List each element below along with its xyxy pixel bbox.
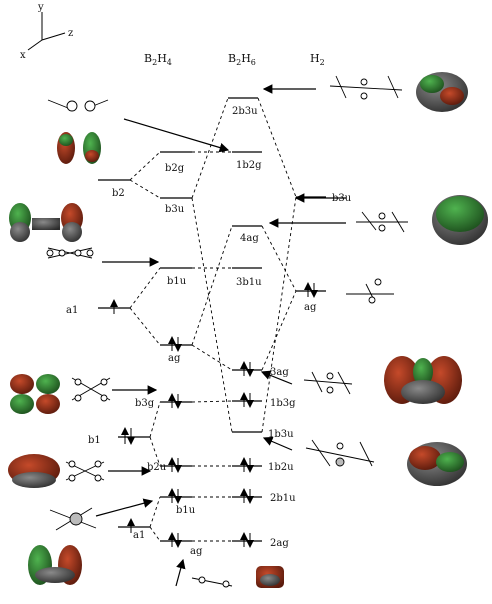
label-3ag: 3ag [270, 367, 289, 378]
header-b2h4: B2H4 [144, 52, 172, 67]
fragment-sketches [46, 75, 408, 588]
label-2ag: 2ag [270, 538, 289, 549]
header-h2: H2 [310, 52, 325, 67]
orbital-left-ag [28, 545, 82, 585]
orbital-left-a1 [9, 203, 83, 242]
orbital-h2-4ag [432, 195, 488, 245]
label-1b2u: 1b2u [268, 462, 294, 473]
label-1b3u: 1b3u [268, 429, 294, 440]
label-a1: a1 [66, 305, 78, 316]
label-ag-low: ag [190, 546, 203, 557]
label-b1u: b1u [167, 276, 187, 287]
axis-z-label: z [68, 28, 73, 39]
orbital-right-1b3u [407, 442, 467, 486]
header-b2h6: B2H6 [228, 52, 256, 67]
energy-levels [98, 97, 326, 542]
electron-pairs [110, 282, 318, 548]
label-b2g: b2g [165, 163, 185, 174]
label-a1-low: a1 [133, 530, 145, 541]
label-b1: b1 [88, 435, 101, 446]
label-ag: ag [168, 353, 181, 364]
label-2b3u: 2b3u [232, 106, 258, 117]
pointer-arrows [95, 84, 346, 587]
orbital-h2-small [256, 566, 284, 588]
orbital-left-b3g [10, 374, 60, 414]
label-4ag: 4ag [240, 233, 259, 244]
orbital-left-b2u [8, 454, 60, 488]
label-2b1u: 2b1u [270, 493, 296, 504]
label-b2: b2 [112, 188, 125, 199]
label-h2-ag: ag [304, 302, 317, 313]
axis-x-label: x [20, 50, 26, 61]
orbital-left-b2 [57, 132, 101, 164]
label-b3g: b3g [135, 398, 155, 409]
axis-y-label: y [37, 2, 44, 13]
label-b1u-low: b1u [176, 505, 196, 516]
orbital-right-3ag [384, 356, 462, 404]
orbital-h2-2b3u [416, 72, 468, 112]
axis-triad [27, 12, 66, 51]
label-1b3g: 1b3g [270, 398, 296, 409]
label-1b2g: 1b2g [236, 160, 262, 171]
label-3b1u: 3b1u [236, 277, 262, 288]
label-b2u: b2u [147, 462, 167, 473]
label-b3u: b3u [165, 204, 185, 215]
correlation-lines [129, 97, 297, 542]
